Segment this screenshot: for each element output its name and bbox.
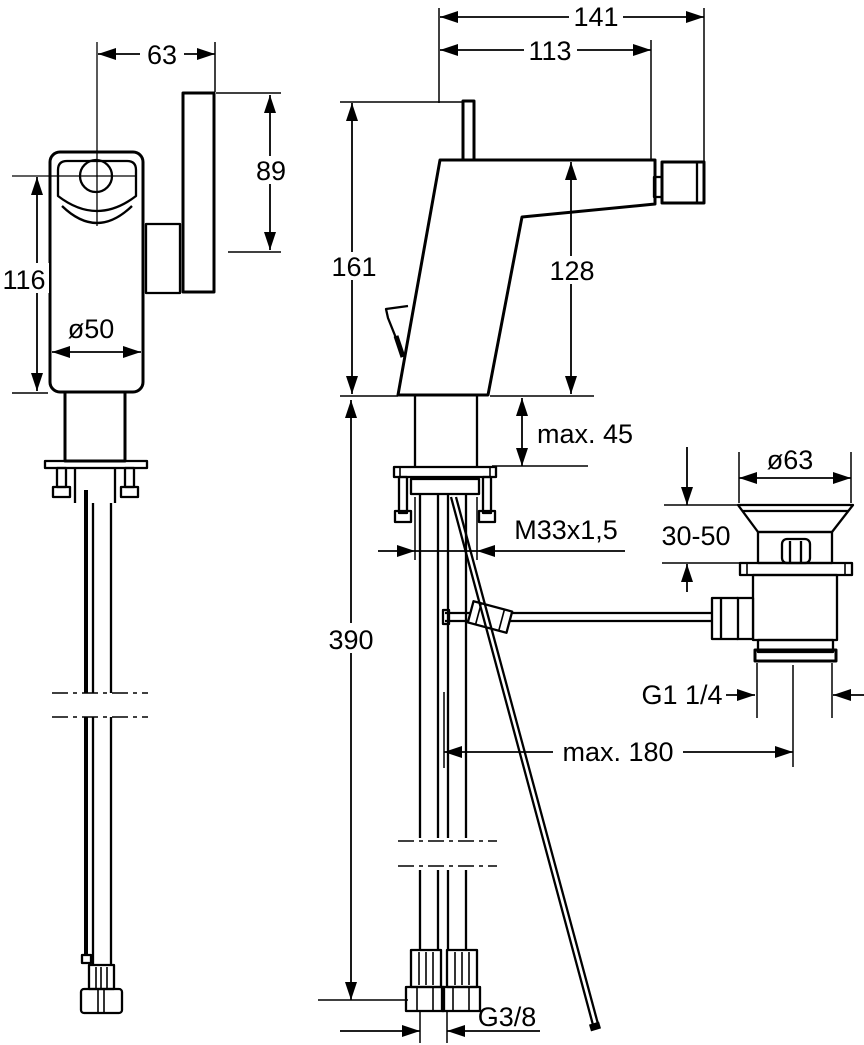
dimensions xyxy=(12,8,864,1043)
dim-m33-label: M33x1,5 xyxy=(514,515,618,545)
dim-161-label: 161 xyxy=(331,252,376,282)
dim-63-label: 63 xyxy=(147,40,177,70)
waste-top-flare xyxy=(736,503,855,534)
side-hose-nut xyxy=(404,985,446,1013)
front-handle-lever xyxy=(181,91,216,294)
dim-dia50-label: ø50 xyxy=(68,314,115,344)
front-view xyxy=(12,42,216,1015)
dim-128-label: 128 xyxy=(549,256,594,286)
front-spout-outlet xyxy=(78,158,114,194)
dim-113-label: 113 xyxy=(528,36,571,66)
dim-g38-label: G3/8 xyxy=(478,1002,537,1032)
dim-g114-label: G1 1/4 xyxy=(641,680,722,710)
waste-drain-view xyxy=(710,503,855,663)
pull-rod xyxy=(449,496,595,1026)
side-view xyxy=(384,99,712,1032)
side-hose-nut xyxy=(440,985,482,1013)
dim-141-label: 141 xyxy=(573,2,618,32)
side-body xyxy=(396,158,657,397)
dimension-labels: 63 89 116 ø50 141 113 161 128 max. 45 M3… xyxy=(2,2,813,1032)
dim-390-label: 390 xyxy=(328,625,373,655)
waste-body xyxy=(751,573,839,642)
front-handle-hub xyxy=(144,222,182,295)
dim-3050-label: 30-50 xyxy=(661,521,730,551)
dim-89-label: 89 xyxy=(256,156,286,186)
dim-max180-label: max. 180 xyxy=(562,737,673,767)
waste-outlet-thread xyxy=(753,648,838,663)
side-spout-knob xyxy=(660,160,706,205)
front-hose-nut xyxy=(79,987,124,1015)
rod-swivel-clamp xyxy=(466,600,514,634)
side-handle-lever xyxy=(461,99,476,162)
dim-max45-label: max. 45 xyxy=(537,419,633,449)
dim-dia63-label: ø63 xyxy=(767,445,814,475)
dim-116-label: 116 xyxy=(2,265,45,295)
waste-rod-gland-nut xyxy=(710,596,740,641)
label-backgrounds xyxy=(0,2,683,766)
